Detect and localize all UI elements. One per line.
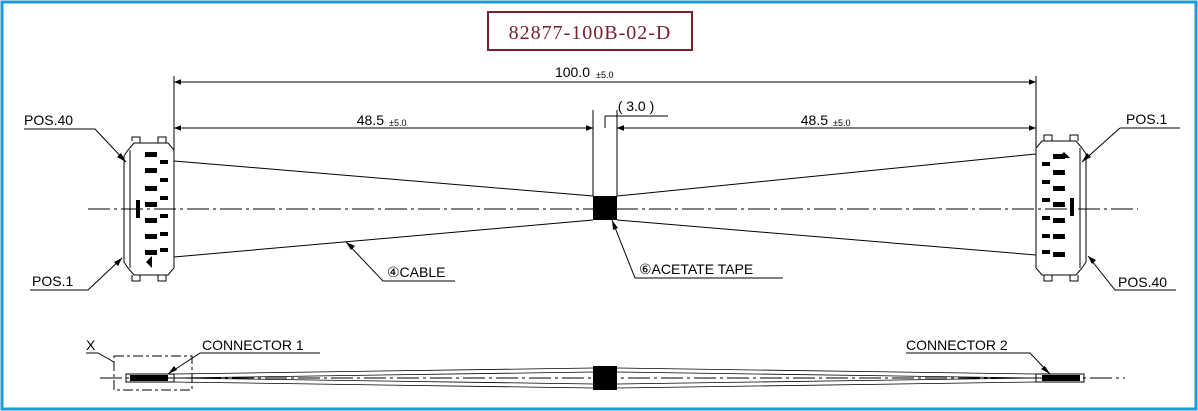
dimension-overall: 100.0 ±5.0 [174,64,1036,85]
dim-right-tol: ±5.0 [833,118,850,128]
detail-x-leader [86,352,115,363]
label-pos40-right: POS.40 [1118,274,1167,290]
label-view-x: X [86,337,96,353]
leader-lines [24,127,1180,291]
side-cable-lines [173,367,1037,389]
extension-lines [173,76,1037,196]
label-acetate-tape: ⑥ACETATE TAPE [639,261,753,277]
side-leader-arrowheads [168,366,1050,374]
connector-left [123,136,175,282]
side-connector-2 [1035,373,1085,383]
label-pos1-left: POS.1 [32,273,73,289]
leader-arrowheads [114,153,1096,266]
dimension-left: 48.5 ±5.0 [174,112,593,131]
dim-left-tol: ±5.0 [389,118,406,128]
acetate-tape [593,196,617,220]
dim-overall-tol: ±5.0 [596,70,613,80]
part-number-box: 82877-100B-02-D [487,11,693,51]
label-pos1-right: POS.1 [1126,111,1167,127]
connector-right [1035,134,1087,282]
side-acetate-tape [593,366,617,390]
dimension-right: 48.5 ±5.0 [617,112,1036,131]
detail-x-box [113,355,193,391]
side-connector-1 [125,373,175,383]
dim-left-value: 48.5 [357,112,384,128]
side-leader-lines [167,352,1051,375]
dim-tape-width: ( 3.0 ) [618,98,655,114]
cable-lines [173,153,1037,258]
label-connector-1: CONNECTOR 1 [202,337,304,353]
label-connector-2: CONNECTOR 2 [906,337,1008,353]
part-number: 82877-100B-02-D [509,22,672,44]
label-pos40-left: POS.40 [24,112,73,128]
dim-overall-value: 100.0 [555,64,590,80]
dimension-tape-width: ( 3.0 ) [580,98,668,131]
dim-right-value: 48.5 [801,112,828,128]
label-cable: ④CABLE [387,264,445,280]
